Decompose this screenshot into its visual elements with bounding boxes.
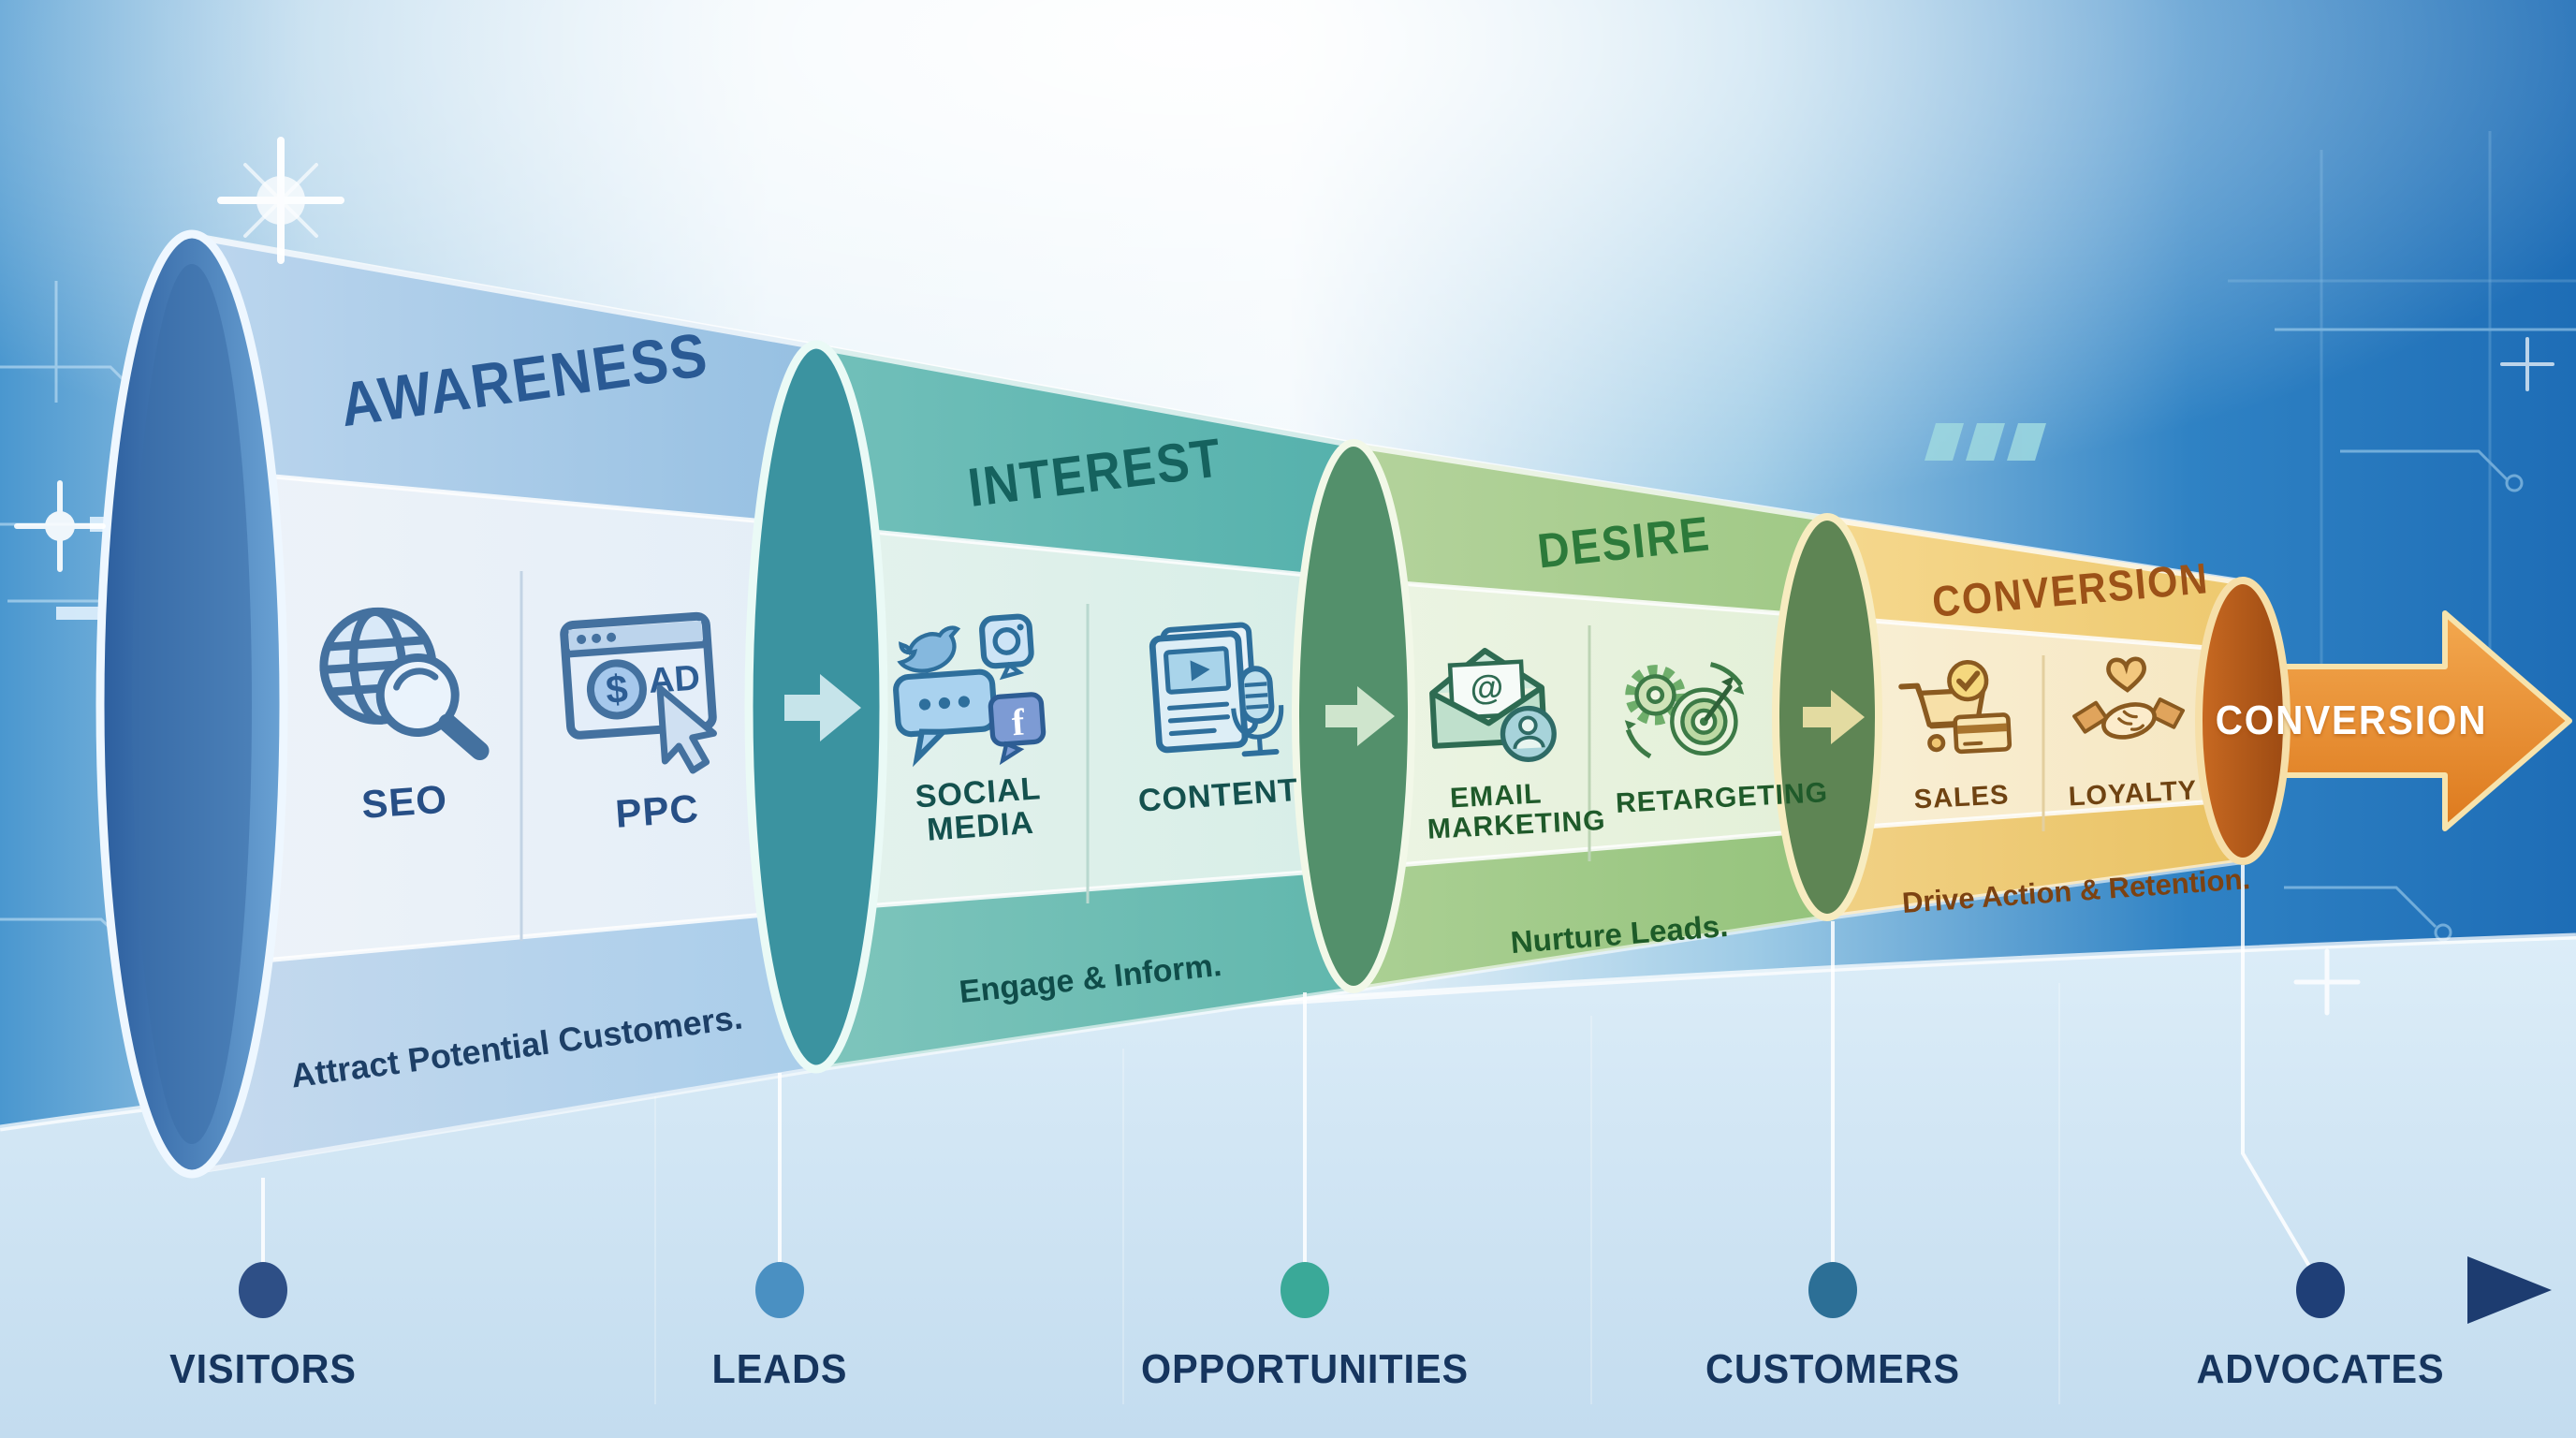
funnel-stage-awareness-shape: [191, 234, 817, 1174]
milestone-label-visitors: VISITORS: [169, 1346, 357, 1392]
microphone-icon: [1230, 666, 1283, 757]
tactic-label: EMAIL MARKETING: [1427, 778, 1607, 845]
tactic-ppc: $ AD PPC: [545, 593, 757, 839]
tactic-email-marketing: @ EMAIL MARKETING: [1412, 631, 1607, 845]
teal-dashes: [1925, 423, 2046, 461]
milestone-connectors: [261, 865, 2318, 1279]
person-icon: [1500, 705, 1557, 762]
stage-arrow-icon: [1803, 690, 1865, 744]
tactic-retargeting: RETARGETING: [1607, 638, 1829, 819]
tactic-label: SALES: [1912, 780, 2011, 815]
floor-grid: [654, 983, 2060, 1404]
tactic-label: LOYALTY: [2068, 775, 2199, 813]
svg-text:@: @: [1470, 668, 1505, 708]
heart-icon: [2106, 656, 2146, 693]
stage-arrow-icon: [1325, 686, 1395, 746]
svg-text:f: f: [1010, 701, 1026, 744]
milestone-dot-visitors: [239, 1262, 287, 1318]
loyalty-handshake-icon: [2072, 656, 2186, 740]
funnel-mouth: [95, 229, 288, 1179]
funnel-stage-desire-shape: [1353, 443, 1828, 990]
sales-cart-icon: [1898, 659, 2012, 755]
tactic-content: CONTENT: [1124, 610, 1301, 819]
retargeting-icon: [1624, 662, 1745, 759]
sparkles: [14, 137, 2554, 1016]
timeline-axis: [239, 1256, 2552, 1324]
gear-icon: [1625, 665, 1686, 726]
target-icon: [1670, 675, 1738, 756]
facebook-icon: [988, 692, 1046, 747]
tactic-loyalty: LOYALTY: [2060, 648, 2200, 812]
content-media-icon: [1149, 622, 1283, 757]
milestone-dot-customers: [1808, 1262, 1857, 1318]
instagram-icon: [978, 613, 1034, 669]
timeline-arrowhead: [2467, 1256, 2552, 1324]
milestone-label-advocates: ADVOCATES: [2196, 1346, 2445, 1392]
check-icon: [1947, 659, 1989, 702]
boundary-interest-desire: [1292, 439, 1415, 993]
social-media-icon: f: [892, 613, 1046, 768]
tactic-social-media: f SOCIAL MEDIA: [881, 603, 1065, 849]
milestone-dot-leads: [755, 1262, 804, 1318]
stage-arrow-icon: [784, 674, 861, 741]
milestone-label-customers: CUSTOMERS: [1705, 1346, 1960, 1392]
tactic-sales: SALES: [1889, 652, 2028, 815]
svg-text:$: $: [605, 667, 630, 712]
twitter-bird-icon: [896, 625, 960, 673]
milestone-label-opportunities: OPPORTUNITIES: [1140, 1346, 1470, 1392]
funnel-stage-interest-shape: [815, 345, 1354, 1069]
play-icon: [1190, 660, 1210, 682]
funnel-exit-rim: [2195, 577, 2291, 865]
globe-search-icon: [319, 607, 490, 761]
milestone-label-leads: LEADS: [711, 1346, 848, 1392]
credit-card-icon: [1953, 712, 2012, 755]
circuit-lines-right: [2228, 131, 2576, 1217]
boundary-desire-conversion: [1772, 513, 1882, 921]
tactic-seo: SEO: [292, 583, 505, 829]
boundary-awareness-interest: [744, 340, 888, 1074]
milestone-dot-advocates: [2296, 1262, 2345, 1318]
svg-text:AD: AD: [648, 658, 702, 701]
milestone-dot-opportunities: [1281, 1262, 1329, 1318]
ad-click-icon: $ AD: [560, 611, 717, 774]
email-marketing-icon: @: [1429, 648, 1557, 762]
tactic-label: SOCIAL MEDIA: [914, 770, 1043, 848]
output-arrow-label: CONVERSION: [2215, 697, 2488, 743]
